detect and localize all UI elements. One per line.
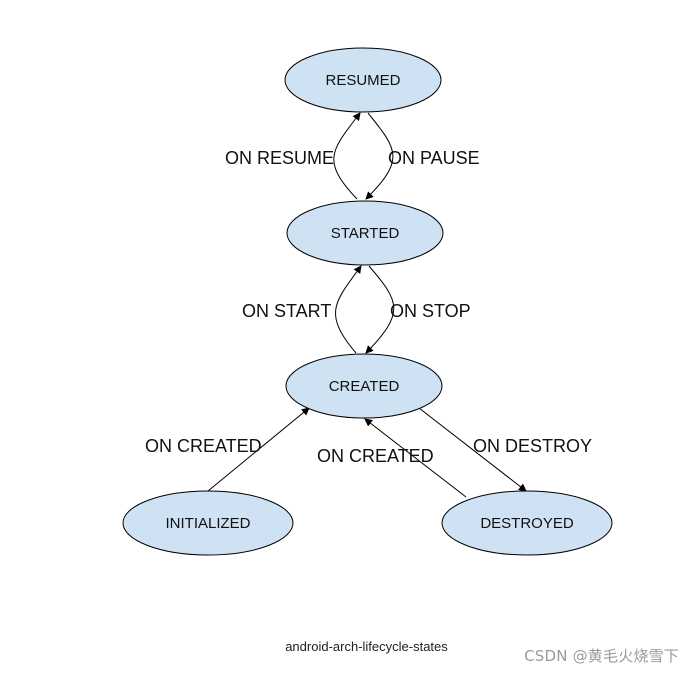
edge-on-created-from-initialized xyxy=(207,407,310,492)
node-created-label: CREATED xyxy=(329,378,400,395)
node-started: STARTED xyxy=(286,200,444,266)
edge-label-on-pause: ON PAUSE xyxy=(388,148,480,168)
edge-on-created-from-destroyed xyxy=(364,418,467,498)
edge-label-on-stop: ON STOP xyxy=(390,301,471,321)
edge-on-start xyxy=(335,265,362,354)
edge-label-on-created-right: ON CREATED xyxy=(317,446,434,466)
node-resumed: RESUMED xyxy=(284,47,442,113)
node-resumed-label: RESUMED xyxy=(325,72,400,89)
edges xyxy=(207,112,527,498)
edge-label-on-destroy: ON DESTROY xyxy=(473,436,592,456)
diagram-caption: android-arch-lifecycle-states xyxy=(285,639,448,654)
node-initialized-label: INITIALIZED xyxy=(165,515,250,532)
node-created: CREATED xyxy=(285,353,443,419)
edge-on-stop xyxy=(365,265,395,354)
node-destroyed: DESTROYED xyxy=(441,490,613,556)
node-started-label: STARTED xyxy=(331,225,400,242)
edge-on-pause xyxy=(365,112,394,200)
node-initialized: INITIALIZED xyxy=(122,490,294,556)
edge-on-resume xyxy=(333,112,361,200)
node-destroyed-label: DESTROYED xyxy=(480,515,574,532)
edge-label-on-resume: ON RESUME xyxy=(225,148,334,168)
edge-label-on-created-left: ON CREATED xyxy=(145,436,262,456)
edge-on-destroy xyxy=(418,407,527,492)
edge-label-on-start: ON START xyxy=(242,301,331,321)
watermark: CSDN @黄毛火烧雪下 xyxy=(524,647,679,665)
